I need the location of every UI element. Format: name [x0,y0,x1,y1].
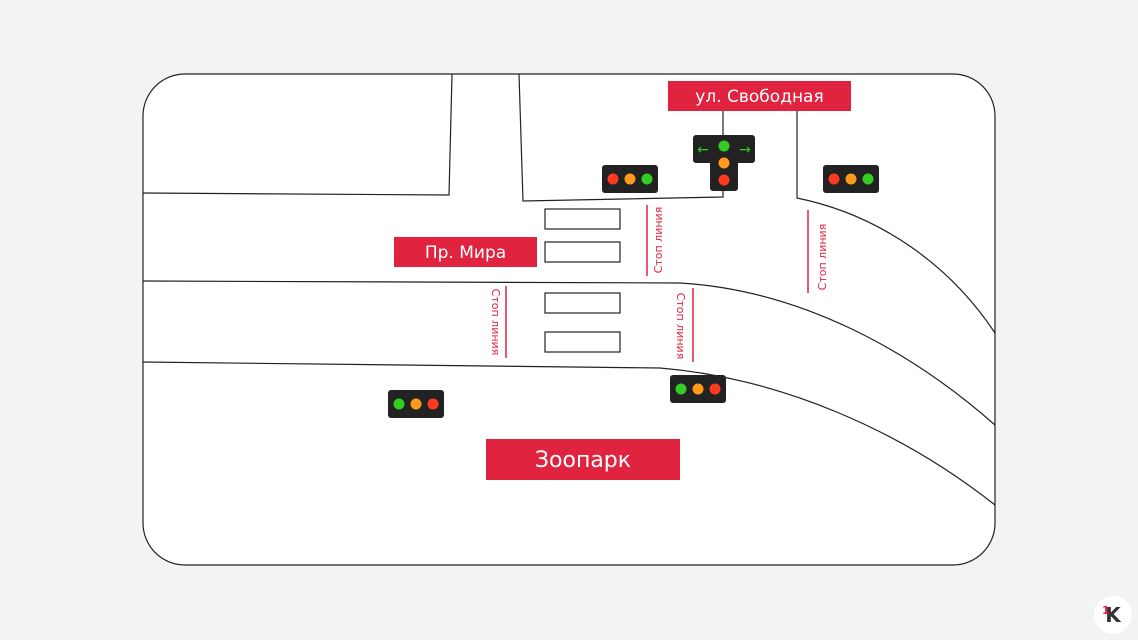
avenue-upper-edge [142,280,996,426]
zoo-label-bg [486,439,680,480]
signal-lamp-orange [692,383,704,395]
stop-line-caption: Стоп линия [674,293,687,360]
map-frame [142,73,996,566]
signal-lamp-green [862,173,874,185]
signal-lamp-red [709,383,721,395]
signal-top-right [823,165,879,193]
brand-logo-letter: K [1105,603,1121,627]
crosswalk-stripe [544,292,621,314]
street-label-left-text: Пр. Мира [425,243,506,263]
arrow-right-icon: → [739,142,751,158]
signal-lamp-green [393,398,405,410]
signal-lamp-red [427,398,439,410]
stop-line-caption: Стоп линия [652,207,665,274]
signal-arrow-t: ← → [693,135,755,191]
road-lines [142,73,996,506]
stop-line-caption: Стоп линия [816,224,829,291]
street-label-left: Пр. Мира [394,237,537,267]
signal-lamp-green [641,173,653,185]
street-right-edge [796,111,996,334]
brand-logo-superscript: 1 [1102,604,1110,617]
signal-lamp-green [718,140,730,152]
signal-lamp-orange [845,173,857,185]
crosswalk-stripe [544,208,621,230]
signal-lamp-red [828,173,840,185]
signal-bottom-left [388,390,444,418]
stop-lines [505,205,809,362]
street-label-top-text: ул. Свободная [695,87,823,107]
street-label-top: ул. Свободная [668,81,851,111]
signal-lamp-orange [624,173,636,185]
signal-lamp-red [718,174,730,186]
zoo-label-text: Зоопарк [535,448,631,473]
brand-logo: 1 K [1094,596,1132,634]
street-label-top-bg [668,81,851,111]
signal-top-left [602,165,658,193]
street-label-left-bg [394,237,537,267]
crosswalk [544,208,621,353]
zoo-label: Зоопарк [486,439,680,480]
signal-lamp-green [675,383,687,395]
arrow-left-icon: ← [697,142,709,158]
signal-arrow-stem [710,155,738,191]
crosswalk-stripe [544,331,621,353]
block-top-left-edge [142,73,453,196]
stop-line-caption: Стоп линия [489,289,502,356]
signal-lamp-orange [718,157,730,169]
signal-lamp-orange [410,398,422,410]
signal-bottom-right [670,375,726,403]
avenue-lower-edge [142,361,996,506]
signal-lamp-red [607,173,619,185]
crosswalk-stripe [544,241,621,263]
